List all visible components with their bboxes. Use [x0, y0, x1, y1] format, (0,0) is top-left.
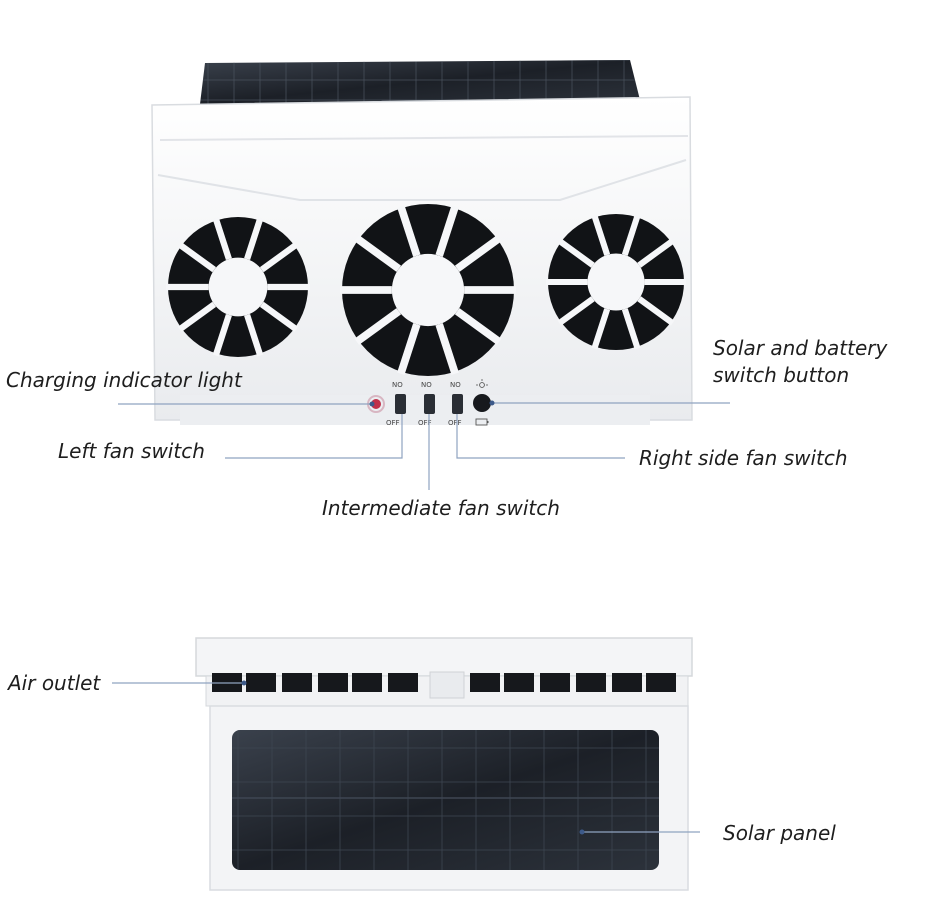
bottom-device — [195, 637, 693, 891]
fan-grille-bar — [354, 308, 402, 345]
vent-slot — [504, 673, 534, 692]
left-fan-leader — [225, 414, 403, 459]
vent-slot — [646, 673, 676, 692]
fan-grille-bar — [259, 301, 299, 332]
right-switch-on-mark: NO — [450, 381, 461, 389]
fan-grille-bar — [454, 235, 502, 272]
fan-grille-bar — [244, 217, 264, 261]
top-callouts — [118, 402, 730, 490]
left-fan-switch-label: Left fan switch — [58, 439, 205, 463]
vent-slot — [612, 673, 642, 692]
fan-grille-bar — [177, 242, 217, 273]
fan-grille-bar — [397, 323, 421, 375]
fan-grille-bar — [637, 296, 675, 326]
vent-slot — [576, 673, 606, 692]
charging-indicator-label: Charging indicator light — [6, 368, 242, 392]
solar-battery-switch-button[interactable] — [473, 394, 491, 412]
fan-grille-bar — [435, 323, 459, 375]
vent-slot — [282, 673, 312, 692]
fan-grille-bar — [621, 308, 641, 350]
solar-battery-label-line2: switch button — [713, 363, 850, 387]
right-fan-leader — [456, 414, 625, 459]
solar-panel-label: Solar panel — [723, 821, 836, 845]
fan-grille-bar — [591, 214, 611, 256]
fan-grille-bar — [621, 214, 641, 256]
fan-grille-bar — [591, 308, 611, 350]
left-fan — [166, 217, 310, 357]
fan-hub — [391, 253, 465, 327]
fan-hub — [587, 253, 645, 311]
right-fan-switch[interactable] — [452, 394, 463, 414]
fan-grille-bar — [212, 313, 232, 357]
fan-grille-bar — [244, 313, 264, 357]
right-switch-off-mark: OFF — [448, 419, 462, 427]
vent-slot — [540, 673, 570, 692]
middle-switch-on-mark: NO — [421, 381, 432, 389]
middle-fan — [340, 204, 516, 376]
bottom-device-frame — [195, 637, 693, 677]
intermediate-fan-switch[interactable] — [424, 394, 435, 414]
fan-grille-bar — [435, 205, 459, 257]
left-switch-on-mark: NO — [392, 381, 403, 389]
fan-grille-bar — [557, 296, 595, 326]
intermediate-fan-switch-label: Intermediate fan switch — [322, 496, 560, 520]
vent-slot — [352, 673, 382, 692]
right-fan — [546, 214, 686, 350]
left-fan-switch[interactable] — [395, 394, 406, 414]
battery-icon — [475, 418, 489, 426]
top-device: NO OFF NO OFF NO OFF — [151, 60, 693, 427]
vent-slot — [318, 673, 348, 692]
air-outlet-label: Air outlet — [8, 671, 101, 695]
vent-slot — [470, 673, 500, 692]
air-outlet-vents — [212, 673, 676, 692]
fan-grille-bar — [354, 235, 402, 272]
fan-grille-bar — [397, 205, 421, 257]
fan-hub — [208, 257, 268, 317]
fan-grille-bar — [454, 308, 502, 345]
middle-switch-off-mark: OFF — [418, 419, 432, 427]
solar-battery-label-line1: Solar and battery — [713, 336, 888, 360]
fan-grille-bar — [637, 238, 675, 268]
left-switch-off-mark: OFF — [386, 419, 400, 427]
fan-grille-bar — [177, 301, 217, 332]
control-strip: NO OFF NO OFF NO OFF — [367, 379, 491, 427]
vent-slot — [388, 673, 418, 692]
vent-slot — [246, 673, 276, 692]
charging-indicator-led — [371, 399, 381, 409]
right-fan-switch-label: Right side fan switch — [639, 446, 848, 470]
fan-grille-bar — [557, 238, 595, 268]
bottom-callouts — [112, 682, 700, 833]
fan-grille-bar — [259, 242, 299, 273]
fan-grille-bar — [212, 217, 232, 261]
sun-icon — [476, 379, 488, 388]
